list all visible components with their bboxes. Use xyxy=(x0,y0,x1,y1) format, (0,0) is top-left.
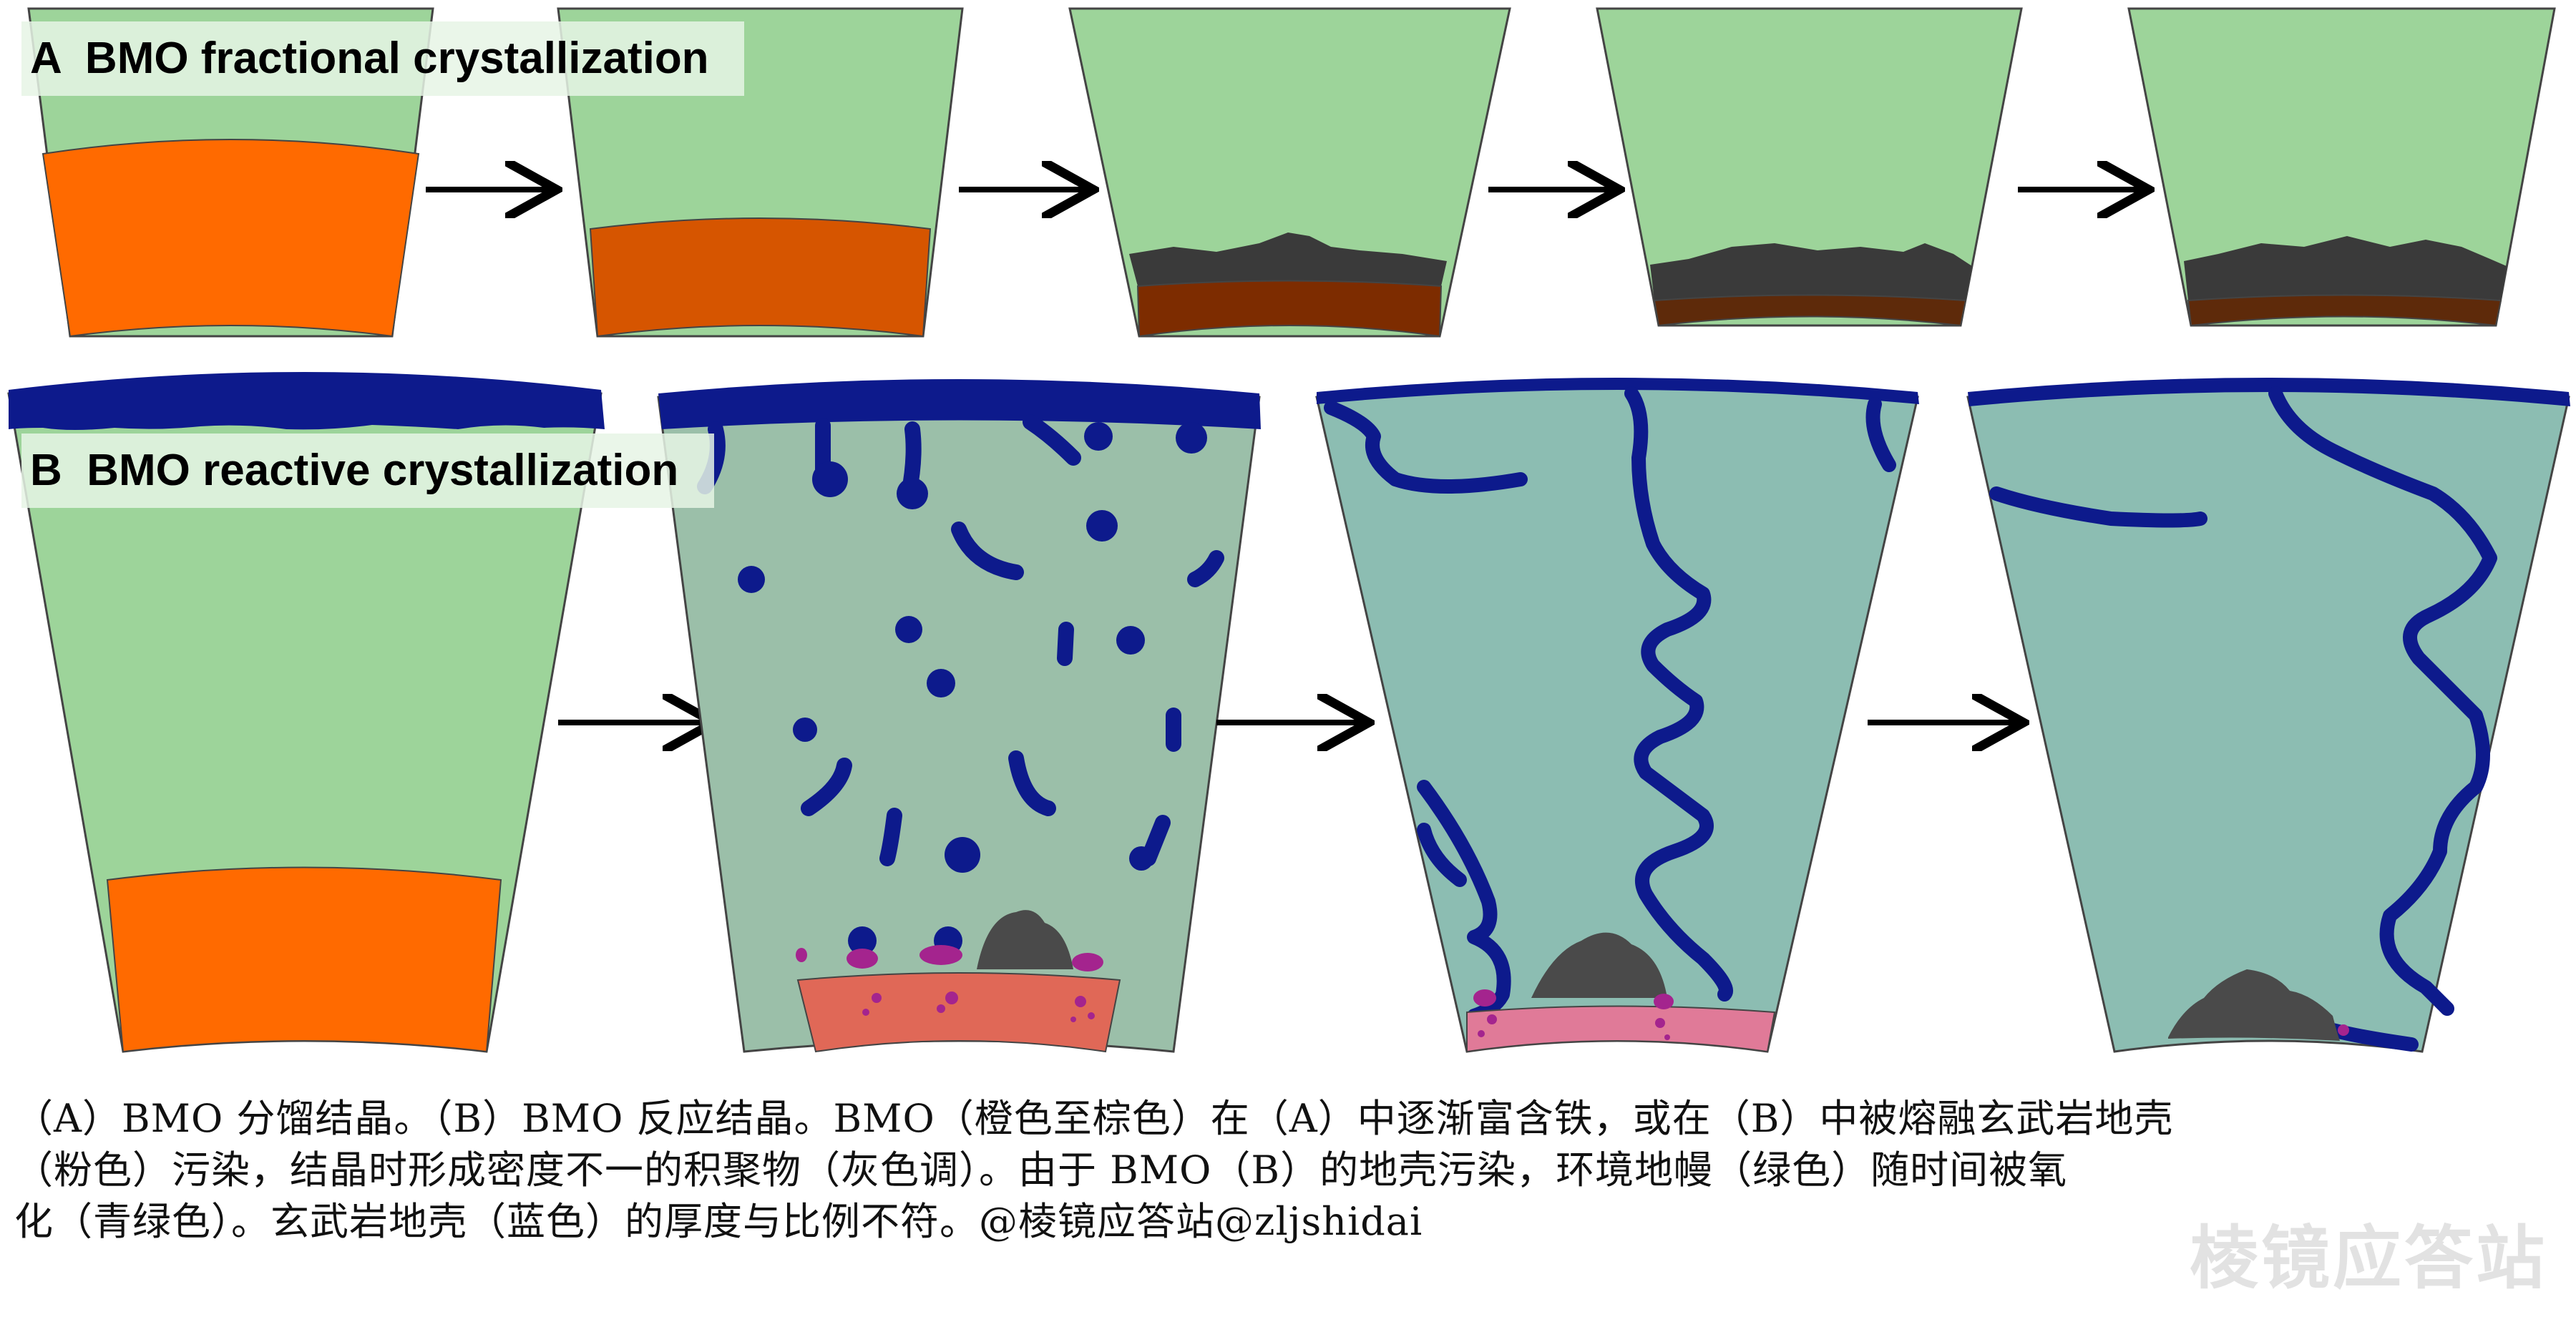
panel-b-title-box xyxy=(21,434,714,508)
watermark: 棱镜应答站 xyxy=(2190,1218,2547,1298)
wedge-a3 xyxy=(1068,7,1511,338)
wedge-b2 xyxy=(657,379,1261,1053)
bmo-layer-a5 xyxy=(2187,294,2502,327)
cumulate-b3 xyxy=(1531,932,1667,998)
basalt-drips-b2 xyxy=(697,414,1224,866)
melted-crust-b4 xyxy=(2338,1024,2349,1036)
cumulate-b2 xyxy=(977,910,1073,969)
cumulate-a3 xyxy=(1129,232,1447,286)
panel-a: A BMO fractional crystallization xyxy=(21,7,2556,338)
basalt-veins-b3 xyxy=(1324,386,1896,1023)
melted-crust-b2 xyxy=(796,945,1103,1022)
caption-line-1: （A）BMO 分馏结晶。（B）BMO 反应结晶。BMO（橙色至棕色）在（A）中逐… xyxy=(14,1096,2174,1141)
bmo-layer-a1 xyxy=(42,139,420,338)
caption-line-3: 化（青绿色）。玄武岩地壳（蓝色）的厚度与比例不符。@棱镜应答站@zljshida… xyxy=(14,1199,1423,1244)
panel-b: B BMO reactive crystallization xyxy=(7,372,2570,1053)
bmo-layer-b1 xyxy=(106,866,502,1053)
caption-line-2: （粉色）污染，结晶时形成密度不一的积聚物（灰色调）。由于 BMO（B）的地壳污染… xyxy=(14,1147,2068,1193)
cumulate-b4 xyxy=(2168,969,2340,1041)
figure-caption: （A）BMO 分馏结晶。（B）BMO 反应结晶。BMO（橙色至棕色）在（A）中逐… xyxy=(14,1093,2562,1248)
wedge-a5 xyxy=(2127,7,2556,327)
wedge-b1 xyxy=(7,372,605,1053)
wedge-b3 xyxy=(1315,378,1919,1053)
bmo-layer-a2 xyxy=(589,217,932,338)
panel-b-title: B BMO reactive crystallization xyxy=(30,446,678,495)
basalt-crust-b3 xyxy=(1317,378,1919,404)
wedge-b4 xyxy=(1966,378,2570,1053)
wedge-a4 xyxy=(1596,7,2023,327)
cumulate-a5 xyxy=(2184,236,2507,300)
melted-crust-b3 xyxy=(1473,989,1674,1040)
basalt-crust-b1 xyxy=(9,372,605,430)
figure-canvas: A BMO fractional crystallization xyxy=(7,7,2570,1053)
bmo-layer-b3 xyxy=(1466,1005,1776,1053)
cumulate-a4 xyxy=(1650,243,1972,300)
bmo-layer-a3 xyxy=(1136,280,1443,338)
bmo-layer-b2 xyxy=(796,972,1121,1053)
bmo-layer-a4 xyxy=(1653,294,1967,327)
basalt-crust-b2 xyxy=(658,379,1261,429)
panel-a-title-box xyxy=(21,21,744,96)
panel-a-title: A BMO fractional crystallization xyxy=(30,34,709,83)
